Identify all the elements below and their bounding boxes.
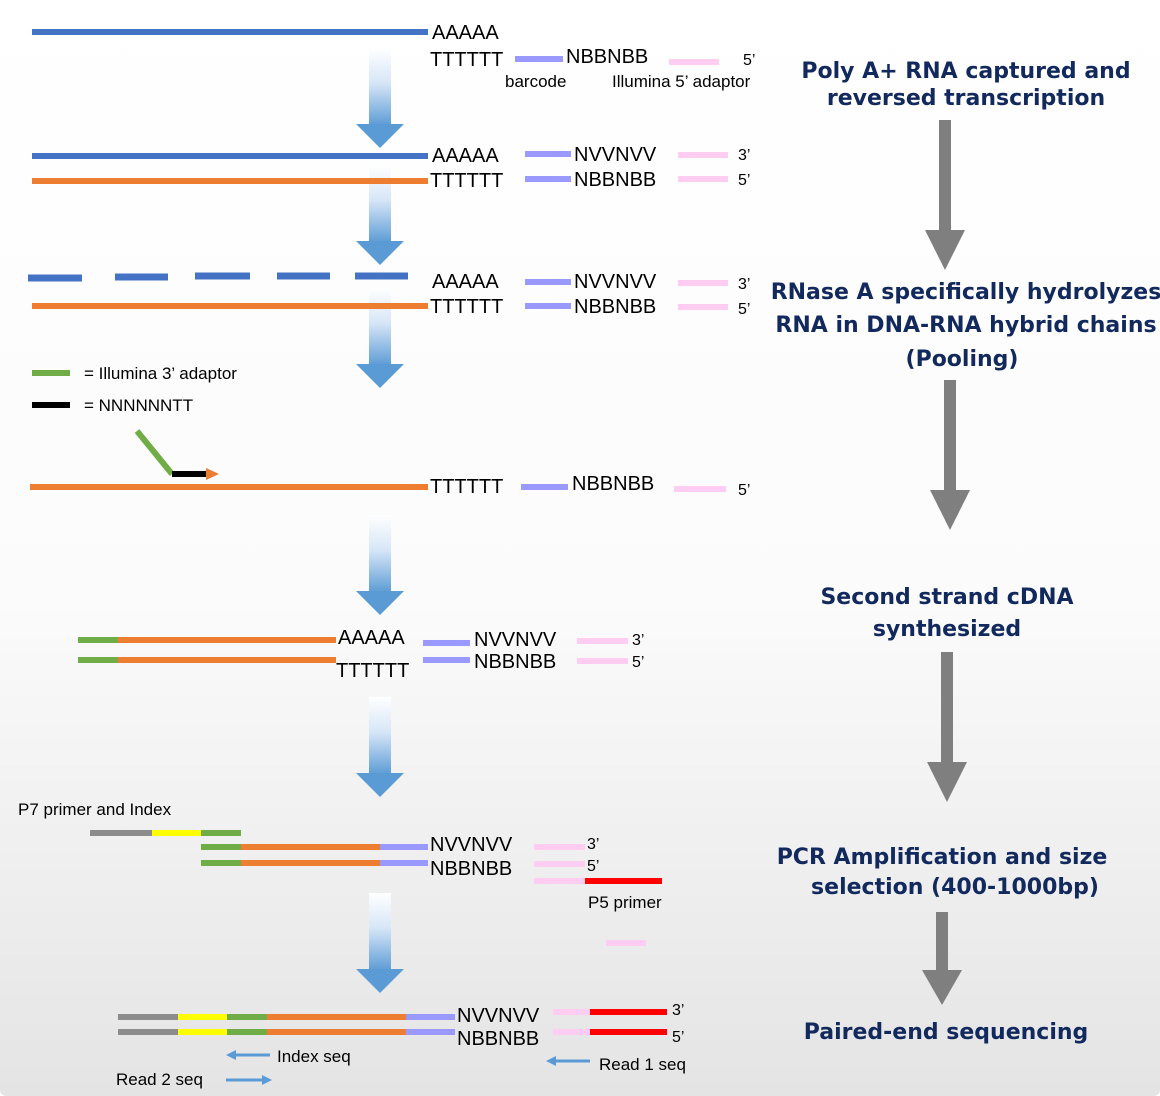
strand-end-label: 3’ bbox=[738, 147, 750, 164]
poly-t: TTTTTT bbox=[430, 170, 503, 192]
poly-a: AAAAA bbox=[338, 627, 405, 649]
p5-primer-label: P5 primer bbox=[588, 893, 662, 912]
extension-arrowhead bbox=[206, 468, 219, 480]
umi-bottom: NBBNBB bbox=[574, 296, 656, 318]
strand-end-label: 3’ bbox=[587, 836, 599, 853]
step-arrow-3 bbox=[927, 652, 967, 802]
umi-bottom: NBBNBB bbox=[474, 651, 556, 673]
poly-a: AAAAA bbox=[432, 145, 499, 167]
stage-1: AAAAA TTTTTT NBBNBB 5’ barcode Illumina … bbox=[32, 22, 755, 91]
strand-end-label: 5’ bbox=[587, 858, 599, 875]
strand-end-label: 5’ bbox=[738, 301, 750, 318]
adaptor-label: Illumina 5’ adaptor bbox=[612, 72, 751, 91]
step-1-subtitle: reversed transcription bbox=[827, 86, 1105, 111]
step-3-title: Second strand cDNA bbox=[820, 585, 1073, 610]
barcode-label: barcode bbox=[505, 72, 566, 91]
flow-arrow-5 bbox=[356, 697, 404, 797]
flow-arrow-1 bbox=[356, 48, 404, 148]
umi-top: NVVNVV bbox=[457, 1005, 540, 1027]
strand-end-label: 5’ bbox=[738, 482, 750, 499]
index-seq-label: Index seq bbox=[277, 1047, 351, 1066]
umi-top: NVVNVV bbox=[474, 629, 557, 651]
illumina-3-adaptor-tail bbox=[134, 429, 175, 476]
read-arrow-left-icon bbox=[546, 1056, 590, 1066]
p7-primer-label: P7 primer and Index bbox=[18, 800, 172, 819]
umi-bottom: NBBNBB bbox=[566, 46, 648, 68]
step-3-subtitle: synthesized bbox=[873, 617, 1021, 642]
legend: = Illumina 3’ adaptor = NNNNNNTT bbox=[32, 364, 237, 415]
strand-end-label: 5’ bbox=[743, 52, 755, 69]
umi-top: NVVNVV bbox=[574, 271, 657, 293]
legend-label-primer: = NNNNNNTT bbox=[84, 396, 193, 415]
stage-2: AAAAA TTTTTT NVVNVV NBBNBB 3’ 5’ bbox=[32, 144, 750, 192]
poly-t: TTTTTT bbox=[336, 660, 409, 682]
umi-top: NVVNVV bbox=[574, 144, 657, 166]
strand-end-label: 5’ bbox=[672, 1029, 684, 1046]
step-arrow-1 bbox=[925, 120, 965, 270]
umi-bottom: NBBNBB bbox=[574, 169, 656, 191]
poly-t: TTTTTT bbox=[430, 49, 503, 71]
strand-end-label: 5’ bbox=[632, 654, 644, 671]
step-arrow-2 bbox=[930, 380, 970, 530]
stage-5: AAAAA TTTTTT NVVNVV NBBNBB 3’ 5’ bbox=[78, 627, 644, 682]
flow-arrow-6 bbox=[356, 893, 404, 993]
read1-seq-label: Read 1 seq bbox=[599, 1055, 686, 1074]
strand-end-label: 3’ bbox=[738, 276, 750, 293]
read-arrow-left-icon bbox=[226, 1050, 270, 1060]
step-descriptions: Poly A+ RNA captured and reversed transc… bbox=[771, 59, 1160, 1045]
umi-bottom: NBBNBB bbox=[572, 473, 654, 495]
poly-t: TTTTTT bbox=[430, 296, 503, 318]
read-arrow-right-icon bbox=[226, 1075, 272, 1085]
poly-a: AAAAA bbox=[432, 271, 499, 293]
poly-t: TTTTTT bbox=[430, 476, 503, 498]
step-5-title: Paired-end sequencing bbox=[804, 1020, 1089, 1045]
legend-label-adaptor3: = Illumina 3’ adaptor bbox=[84, 364, 237, 383]
hydrolyzed-rna-fragments bbox=[28, 272, 408, 282]
stage-3: AAAAA TTTTTT NVVNVV NBBNBB 3’ 5’ bbox=[28, 271, 750, 318]
stage-6: P7 primer and Index NVVNVV NBBNBB 3’ 5’ … bbox=[18, 800, 662, 946]
step-1-title: Poly A+ RNA captured and bbox=[801, 59, 1130, 84]
read2-seq-label: Read 2 seq bbox=[116, 1070, 203, 1089]
stage-4: TTTTTT NBBNBB 5’ bbox=[30, 429, 750, 499]
umi-bottom: NBBNBB bbox=[457, 1028, 539, 1050]
step-2-subtitle: RNA in DNA-RNA hybrid chains bbox=[775, 313, 1156, 338]
umi-top: NVVNVV bbox=[430, 834, 513, 856]
flow-arrow-4 bbox=[356, 515, 404, 615]
umi-bottom: NBBNBB bbox=[430, 858, 512, 880]
step-2-note: (Pooling) bbox=[906, 347, 1019, 372]
step-2-title: RNase A specifically hydrolyzes bbox=[771, 280, 1160, 305]
strand-end-label: 5’ bbox=[738, 172, 750, 189]
strand-end-label: 3’ bbox=[672, 1002, 684, 1019]
step-4-subtitle: selection (400-1000bp) bbox=[811, 875, 1099, 900]
poly-a: AAAAA bbox=[432, 22, 499, 44]
strand-end-label: 3’ bbox=[632, 632, 644, 649]
step-arrow-4 bbox=[922, 912, 962, 1005]
step-4-title: PCR Amplification and size bbox=[777, 845, 1108, 870]
stage-7: NVVNVV NBBNBB 3’ 5’ Index seq Read 2 seq… bbox=[116, 1002, 686, 1089]
